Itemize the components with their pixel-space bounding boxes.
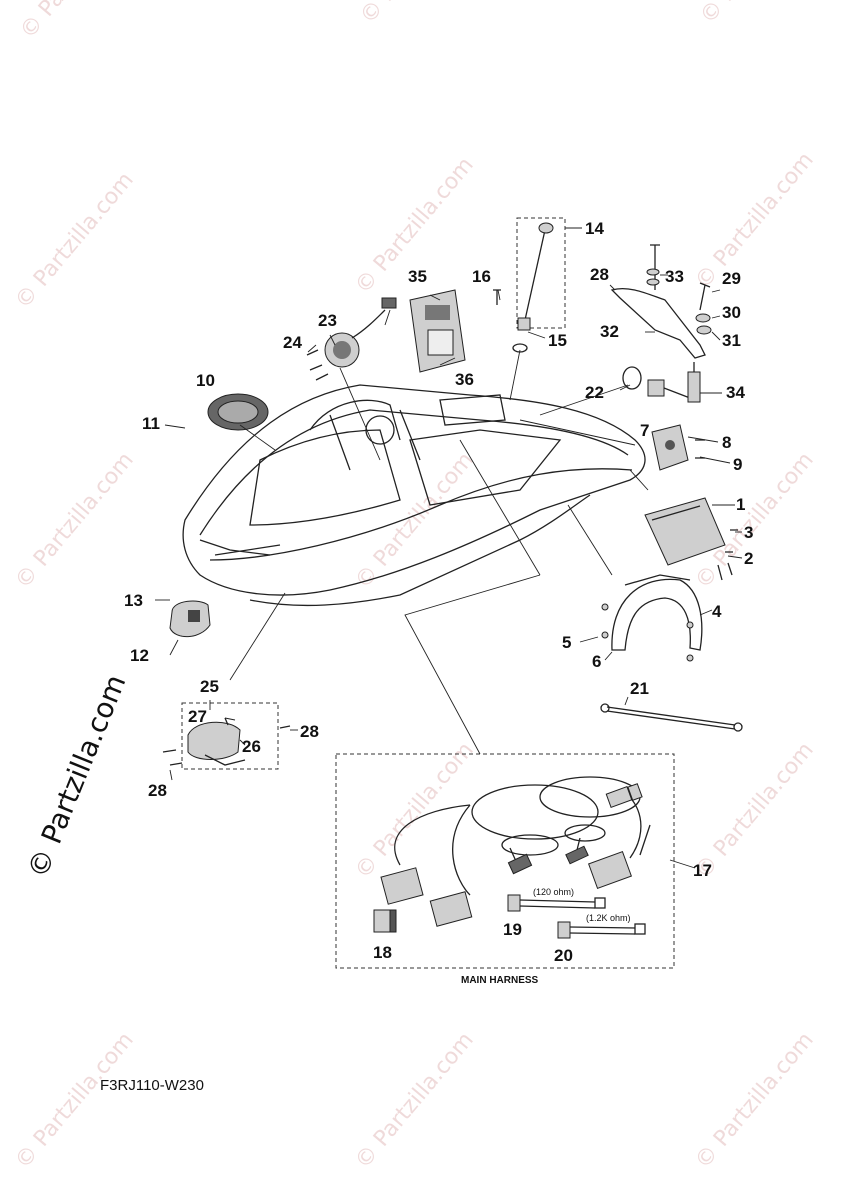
part-30-bolt bbox=[695, 282, 712, 335]
watermark: © Partzilla.com bbox=[10, 448, 138, 594]
part-19-resistor bbox=[507, 894, 606, 912]
callout-30: 29 bbox=[722, 269, 741, 288]
part-4-bracket bbox=[601, 574, 703, 662]
callout-27: 27 bbox=[188, 707, 207, 726]
callout-7: 7 bbox=[640, 421, 649, 440]
callout-19: 19 bbox=[503, 920, 522, 939]
watermark: © Partzilla.com bbox=[350, 448, 478, 594]
main-harness-title: MAIN HARNESS bbox=[461, 975, 539, 986]
callout-3: 3 bbox=[744, 523, 753, 542]
part-10-speaker bbox=[207, 393, 269, 431]
part-22-ring bbox=[622, 366, 642, 390]
part-29-bracket bbox=[610, 244, 706, 359]
callout-15: 15 bbox=[548, 331, 567, 350]
part-25-assembly bbox=[162, 702, 291, 770]
callout-28-right: 28 bbox=[300, 722, 319, 741]
part-14-antenna bbox=[512, 217, 566, 353]
callout-33: 32 bbox=[600, 322, 619, 341]
callout-21: 21 bbox=[630, 679, 649, 698]
callout-6: 6 bbox=[592, 652, 601, 671]
watermark: © Partzilla.com bbox=[350, 1028, 478, 1174]
watermark-large: © Partzilla.com bbox=[21, 670, 133, 883]
callout-29: 28 bbox=[590, 265, 609, 284]
part-36-module bbox=[409, 289, 466, 373]
part-7-bracket bbox=[651, 424, 705, 471]
callout-8: 8 bbox=[722, 433, 731, 452]
callout-2: 2 bbox=[744, 549, 753, 568]
callout-26: 26 bbox=[242, 737, 261, 756]
callout-34: 33 bbox=[665, 267, 684, 286]
callout-1: 1 bbox=[736, 495, 745, 514]
watermark: © Partzilla.com bbox=[695, 0, 823, 29]
callout-36: 35 bbox=[408, 267, 427, 286]
watermark: © Partzilla.com bbox=[690, 148, 818, 294]
callout-5: 5 bbox=[562, 633, 571, 652]
callout-23: 23 bbox=[318, 311, 337, 330]
callout-13: 13 bbox=[124, 591, 143, 610]
part-20-resistor bbox=[557, 921, 646, 939]
callout-20: 20 bbox=[554, 946, 573, 965]
part-16-screw bbox=[493, 289, 501, 305]
callout-28-left: 28 bbox=[148, 781, 167, 800]
resistor-120-label: (120 ohm) bbox=[533, 887, 574, 897]
watermark: © Partzilla.com bbox=[10, 1028, 138, 1174]
callout-35: 34 bbox=[726, 383, 745, 402]
callout-22: 22 bbox=[585, 383, 604, 402]
callout-9: 9 bbox=[733, 455, 742, 474]
callout-numbers: 14 16 35 28 33 29 30 31 32 15 23 24 36 2… bbox=[124, 219, 753, 965]
callout-17: 17 bbox=[693, 861, 712, 880]
watermark: © Partzilla.com bbox=[355, 0, 483, 29]
callout-14: 14 bbox=[585, 219, 604, 238]
part-18-connector bbox=[373, 909, 397, 933]
callout-16: 16 bbox=[472, 267, 491, 286]
watermark: © Partzilla.com bbox=[10, 168, 138, 314]
callout-12: 12 bbox=[130, 646, 149, 665]
part-35-sensor bbox=[647, 362, 701, 403]
part-24-screws bbox=[306, 349, 329, 381]
resistor-1k2-label: (1.2K ohm) bbox=[586, 913, 631, 923]
watermark: © Partzilla.com bbox=[350, 738, 478, 884]
part-21-cable bbox=[600, 703, 743, 732]
callout-32: 31 bbox=[722, 331, 741, 350]
diagram-code: F3RJ110-W230 bbox=[100, 1077, 204, 1094]
callout-4: 4 bbox=[712, 602, 722, 621]
callout-18: 18 bbox=[373, 943, 392, 962]
leader-lines bbox=[155, 227, 743, 869]
callout-24: 24 bbox=[283, 333, 302, 352]
part-17-harness bbox=[380, 776, 651, 927]
boat-hull bbox=[182, 384, 646, 607]
watermark: © Partzilla.com bbox=[690, 1028, 818, 1174]
callout-37: 36 bbox=[455, 370, 474, 389]
watermark: © Partzilla.com bbox=[15, 0, 143, 44]
callout-31: 30 bbox=[722, 303, 741, 322]
callout-25: 25 bbox=[200, 677, 219, 696]
part-12-light bbox=[169, 600, 211, 638]
callout-11: 11 bbox=[142, 414, 160, 433]
part-1-ecu bbox=[644, 497, 738, 581]
callout-10: 10 bbox=[196, 371, 215, 390]
part-23-gauge bbox=[324, 297, 397, 368]
